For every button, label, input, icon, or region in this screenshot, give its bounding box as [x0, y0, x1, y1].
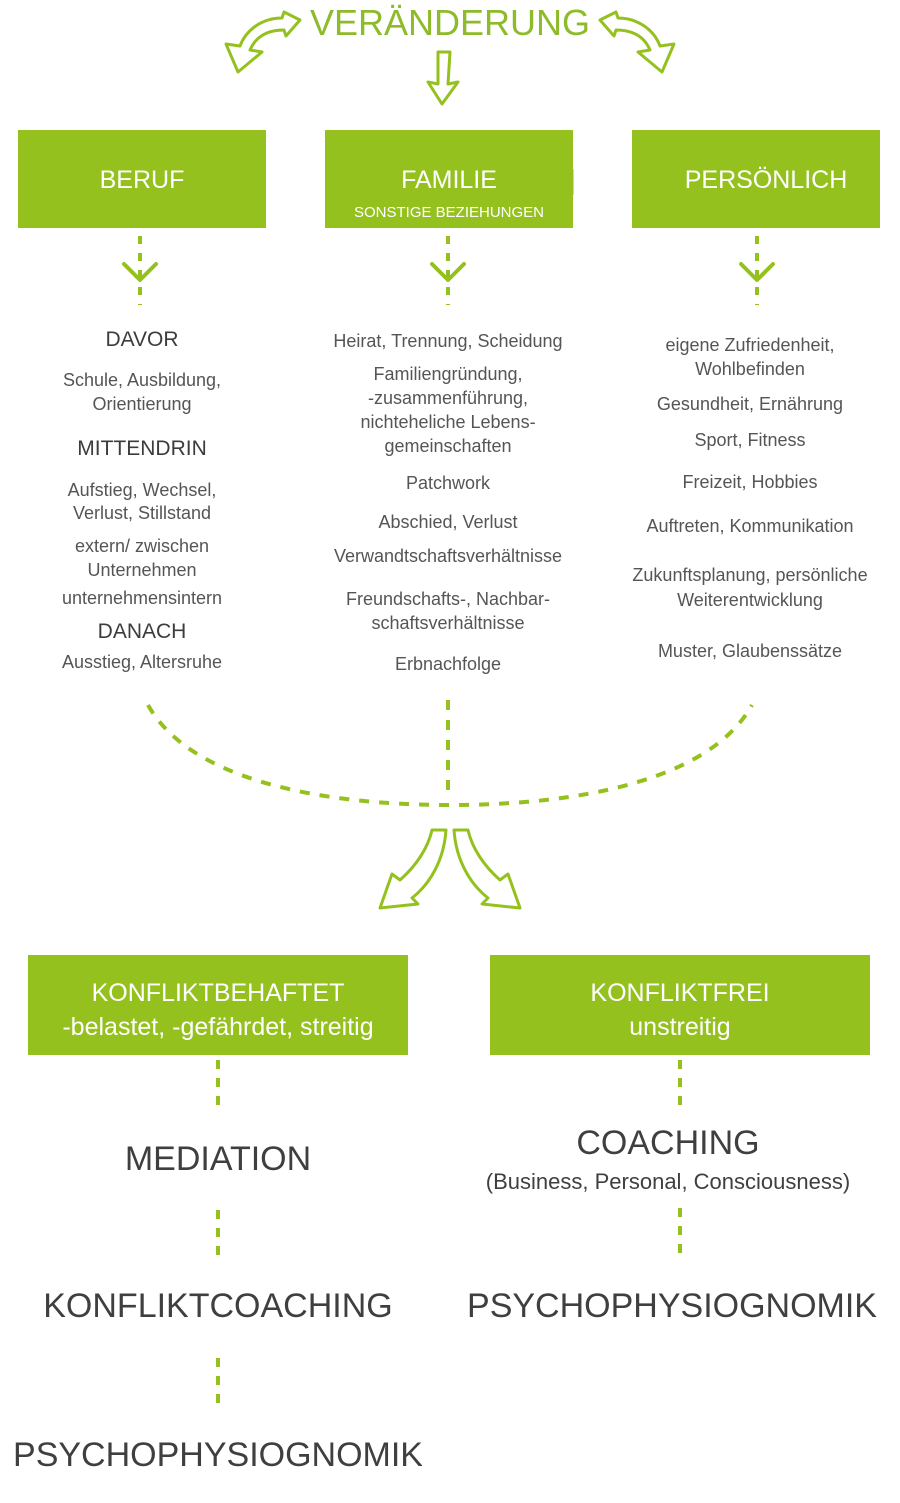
label-konfliktcoaching: KONFLIKTCOACHING [43, 1287, 393, 1325]
box-beruf: BERUF [18, 130, 266, 228]
text-line: Weiterentwicklung [677, 590, 823, 610]
arrow-down-right-icon [452, 828, 522, 910]
text-line: Auftreten, Kommunikation [646, 516, 854, 536]
text-line: Freundschafts-, Nachbar- [345, 589, 551, 609]
text-line: Unternehmen [87, 560, 197, 580]
box-persoenlich-label: PERSÖNLICH [684, 166, 848, 194]
text-line: unternehmensintern [61, 588, 223, 608]
curved-arrow-right-icon [598, 10, 676, 74]
heading-mittendrin: MITTENDRIN [77, 437, 207, 460]
text-line: Verwandtschaftsverhältnisse [333, 546, 563, 566]
text-line: extern/ zwischen [74, 536, 210, 556]
box-konfliktbehaftet: KONFLIKTBEHAFTET -belastet, -gefährdet, … [28, 955, 408, 1055]
label-psychophysiognomik-left: PSYCHOPHYSIOGNOMIK [13, 1436, 423, 1474]
text-line: Abschied, Verlust [378, 512, 518, 532]
text-line: Schule, Ausbildung, [62, 370, 222, 390]
text-line: Muster, Glaubenssätze [657, 641, 843, 661]
text-line: Ausstieg, Altersruhe [61, 652, 223, 672]
text-line: schaftsverhältnisse [371, 613, 525, 633]
box-konfliktbehaftet-title: KONFLIKTBEHAFTET [91, 979, 345, 1007]
chevron-down-icon [122, 262, 158, 282]
box-persoenlich: PERSÖNLICH [632, 130, 880, 228]
dashed-curve [146, 704, 754, 808]
page-title: VERÄNDERUNG [309, 2, 591, 43]
text-line: Aufstieg, Wechsel, [67, 480, 217, 500]
box-familie-label: FAMILIE [401, 166, 497, 194]
text-line: Sport, Fitness [694, 430, 806, 450]
text-line: Heirat, Trennung, Scheidung [333, 331, 563, 351]
label-coaching: COACHING [576, 1124, 760, 1162]
down-arrow-top-icon [426, 50, 460, 106]
text-line: Orientierung [92, 394, 192, 414]
label-coaching-sub: (Business, Personal, Consciousness) [485, 1169, 851, 1194]
heading-danach: DANACH [97, 620, 187, 643]
box-familie-sublabel: SONSTIGE BEZIEHUNGEN [353, 204, 545, 221]
box-konfliktfrei: KONFLIKTFREI unstreitig [490, 955, 870, 1055]
text-line: eigene Zufriedenheit, [665, 335, 835, 355]
text-line: Gesundheit, Ernährung [656, 394, 844, 414]
text-line: Wohlbefinden [695, 359, 805, 379]
label-psychophysiognomik-right: PSYCHOPHYSIOGNOMIK [467, 1287, 877, 1325]
text-line: -zusammenführung, [367, 388, 529, 408]
box-familie: FAMILIE SONSTIGE BEZIEHUNGEN [325, 130, 573, 228]
label-mediation: MEDIATION [124, 1140, 312, 1178]
text-line: gemeinschaften [384, 436, 512, 456]
box-beruf-label: BERUF [99, 166, 185, 194]
text-line: Freizeit, Hobbies [682, 472, 818, 492]
text-line: Familiengründung, [373, 364, 523, 384]
chevron-down-icon [739, 262, 775, 282]
box-konfliktbehaftet-sub: -belastet, -gefährdet, streitig [62, 1013, 374, 1041]
text-line: Erbnachfolge [394, 654, 502, 674]
box-konfliktfrei-sub: unstreitig [629, 1013, 731, 1041]
arrow-down-left-icon [378, 828, 448, 910]
chevron-down-icon [430, 262, 466, 282]
text-line: nichteheliche Lebens- [360, 412, 536, 432]
box-konfliktfrei-title: KONFLIKTFREI [590, 979, 770, 1007]
heading-davor: DAVOR [105, 328, 179, 351]
curved-arrow-left-icon [224, 10, 302, 74]
text-line: Zukunftsplanung, persönliche [632, 565, 868, 585]
text-line: Verlust, Stillstand [72, 503, 212, 523]
text-line: Patchwork [405, 473, 491, 493]
